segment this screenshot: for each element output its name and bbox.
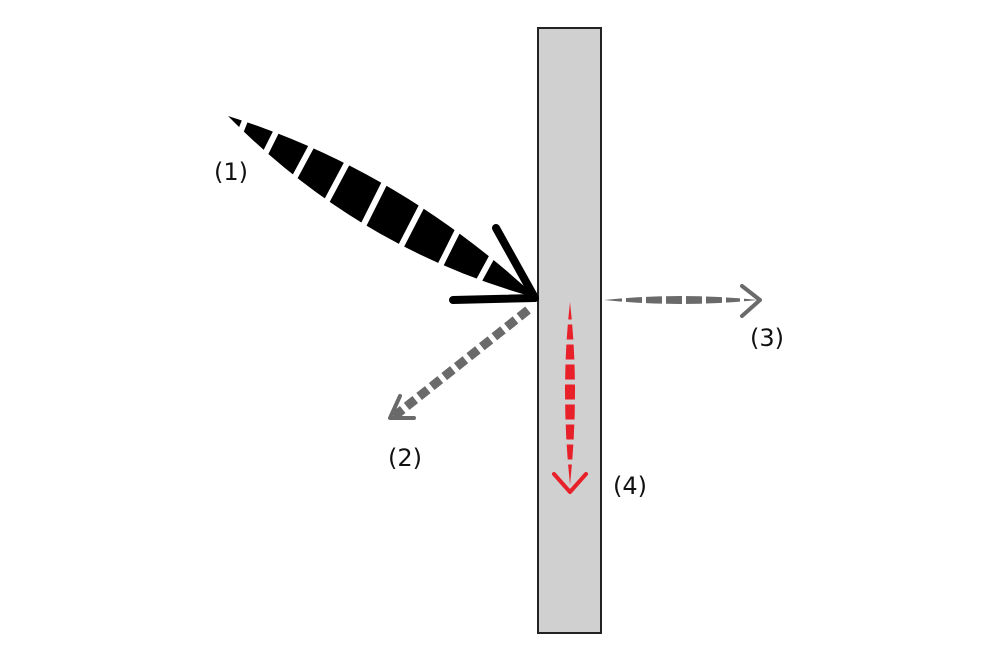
label-incident: (1) [214,158,248,186]
absorbed-arrowhead [552,472,588,494]
transmitted-arrow-shaft [604,296,758,304]
absorbed-arrow [552,302,588,494]
incident-arrow [228,106,539,304]
label-absorbed: (4) [613,472,647,500]
incident-arrowhead [449,224,539,304]
transmitted-arrowhead [740,284,762,318]
label-reflected: (2) [388,444,422,472]
reflected-arrowhead [388,394,416,420]
reflected-arrow [388,306,531,422]
reflected-arrow-shaft [389,306,531,422]
label-transmitted: (3) [750,324,784,352]
incident-arrow-body [228,116,537,298]
transmitted-arrow [604,284,762,318]
absorbed-arrow-shaft [565,302,575,485]
